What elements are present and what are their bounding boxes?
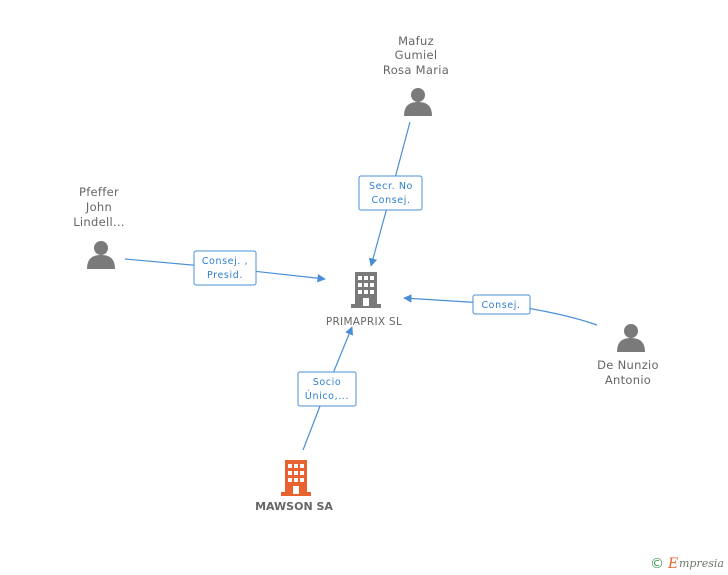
node-name-line: Pfeffer xyxy=(79,185,119,199)
empresia-watermark: © E mpresia xyxy=(650,556,724,572)
edge-label-line: Consej. xyxy=(371,195,410,206)
person-icon xyxy=(617,324,645,352)
node-name-line: Mafuz xyxy=(398,34,434,48)
node-pfeffer-john[interactable]: Pfeffer John Lindell... xyxy=(73,185,125,269)
node-mafuz-gumiel[interactable]: Mafuz Gumiel Rosa Maria xyxy=(383,34,449,116)
node-name-line: Lindell... xyxy=(73,215,125,229)
edge-mafuz-primaprix[interactable]: Secr. No Consej. xyxy=(358,121,423,267)
edge-label-box xyxy=(297,371,357,407)
company-name: MAWSON SA xyxy=(255,500,333,513)
node-de-nunzio-antonio[interactable]: De Nunzio Antonio xyxy=(597,324,659,387)
brand-name: mpresia xyxy=(679,557,724,570)
edge-label-line: Secr. No xyxy=(369,181,413,192)
node-name-line: De Nunzio xyxy=(597,358,659,372)
edge-label-box xyxy=(358,175,423,211)
node-name-line: Gumiel xyxy=(395,48,438,62)
copyright-icon: © xyxy=(650,556,664,572)
edge-label-line: Presid. xyxy=(207,270,243,281)
person-icon xyxy=(87,241,115,269)
edge-label-box xyxy=(193,250,257,286)
brand-initial: E xyxy=(667,556,678,572)
edge-label-line: Consej. xyxy=(481,300,520,311)
edge-pfeffer-primaprix[interactable]: Consej. , Presid. xyxy=(124,250,326,286)
company-name: PRIMAPRIX SL xyxy=(326,316,402,328)
building-icon xyxy=(281,460,311,496)
building-icon xyxy=(351,272,381,308)
person-icon xyxy=(404,88,432,116)
edge-mawson-primaprix[interactable]: Socio Único,... xyxy=(297,326,357,451)
node-name-line: John xyxy=(85,200,112,214)
node-mawson-sa[interactable]: MAWSON SA xyxy=(255,460,333,513)
node-name-line: Antonio xyxy=(605,373,651,387)
node-name-line: Rosa Maria xyxy=(383,63,449,77)
edge-label-line: Socio xyxy=(313,377,342,388)
edge-label-line: Consej. , xyxy=(202,256,248,267)
edge-label-box xyxy=(472,294,531,315)
edge-denunzio-primaprix[interactable]: Consej. xyxy=(403,294,598,326)
edge-label-line: Único,... xyxy=(305,390,349,402)
node-primaprix-sl[interactable]: PRIMAPRIX SL xyxy=(326,272,402,328)
